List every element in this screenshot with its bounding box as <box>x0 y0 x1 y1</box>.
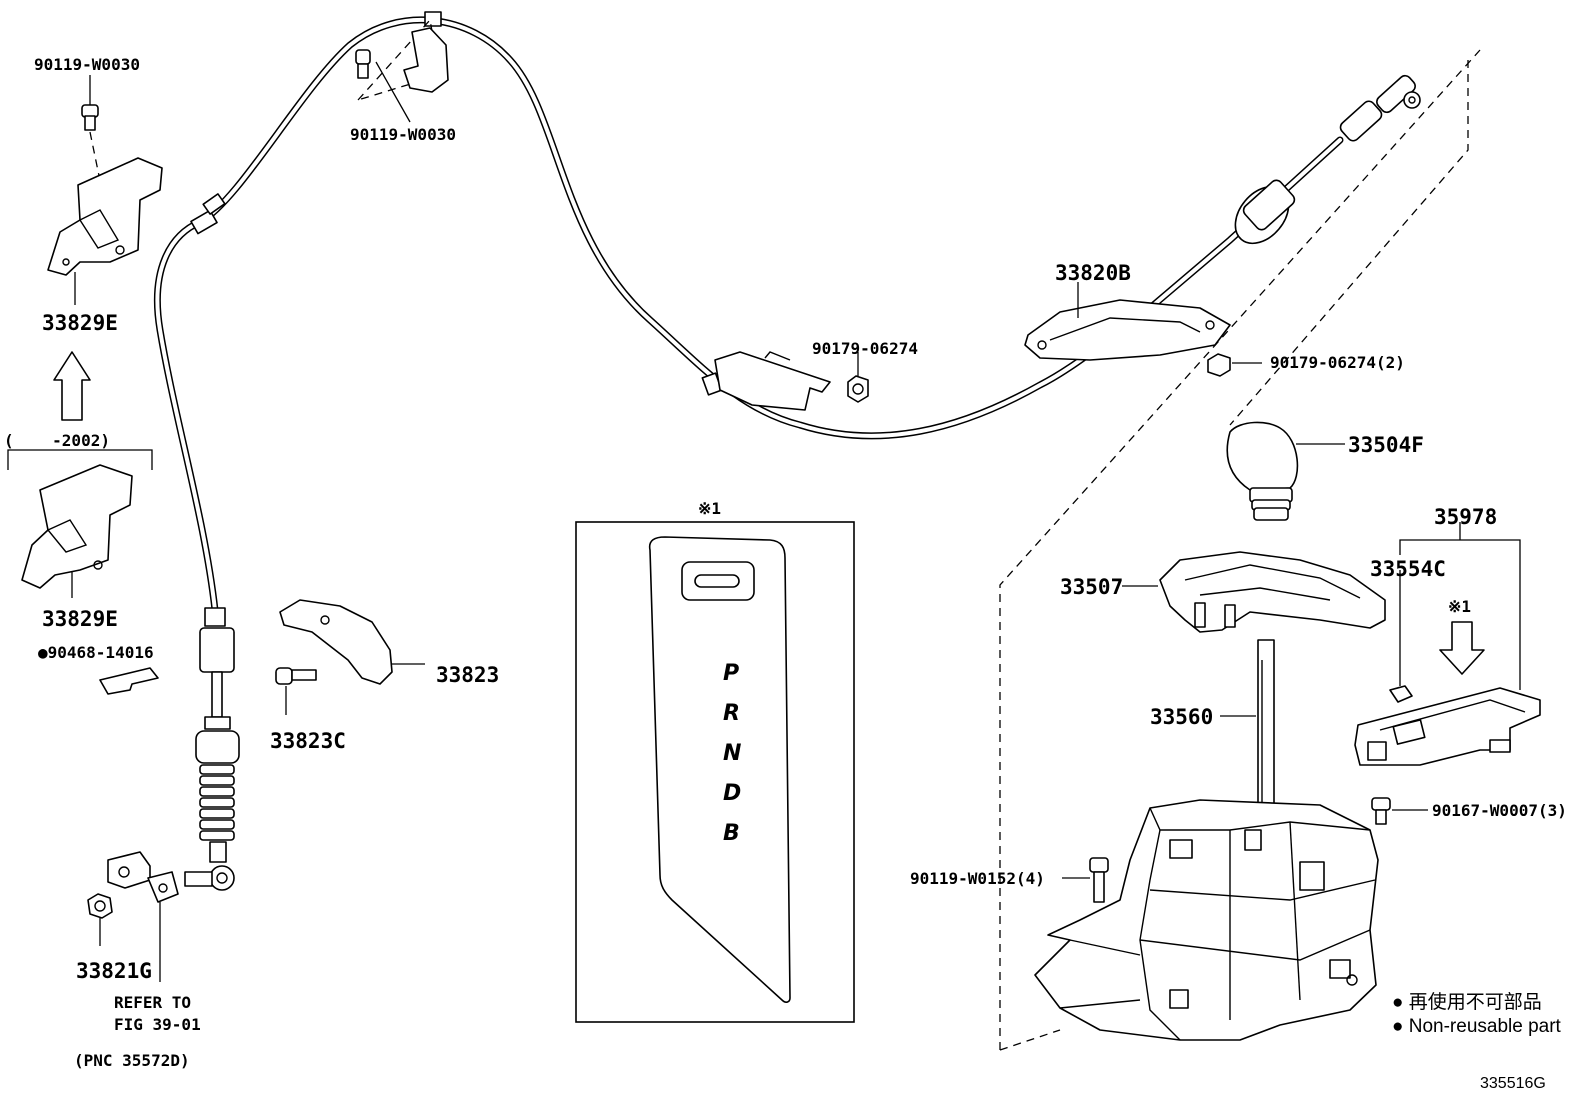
base-housing <box>1034 799 1379 1041</box>
plate-33823 <box>279 599 425 685</box>
shift-cable <box>153 11 1421 614</box>
nut-right <box>1207 353 1262 377</box>
label-bolt-top-center: 90119-W0030 <box>350 125 456 144</box>
label-nut-left: 33821G <box>76 959 152 983</box>
gear-d: D <box>723 781 741 806</box>
label-nut-center: 90179-06274 <box>812 339 918 358</box>
label-bolt-base: 90119-W0152(4) <box>910 869 1045 888</box>
label-assembly: 35978 <box>1434 505 1497 529</box>
label-date-range: ( -2002) <box>4 431 110 450</box>
label-knob: 33504F <box>1348 433 1424 457</box>
legend-english: ● Non-reusable part <box>1392 1016 1562 1037</box>
label-cable-assy: 33820B <box>1055 261 1131 285</box>
bracket-lower-left <box>107 851 179 982</box>
label-lever: 33560 <box>1150 705 1213 729</box>
cable-clamp-center <box>714 351 831 411</box>
label-clip-non-reusable: ●90468-14016 <box>38 643 154 662</box>
legend-japanese: ● 再使用不可部品 <box>1392 991 1542 1013</box>
gear-p: P <box>723 661 739 686</box>
label-nut-right: 90179-06274(2) <box>1270 353 1405 372</box>
indicator-housing <box>1354 687 1541 766</box>
arrow-down-icon <box>1439 621 1485 675</box>
label-bracket-upper: 33829E <box>42 311 118 335</box>
label-plate: 33823 <box>436 663 499 687</box>
indicator-inset <box>575 521 855 1023</box>
shift-lever-33560 <box>1220 639 1275 821</box>
cable-bracket-33820b <box>1024 282 1231 361</box>
bolt-33823c <box>275 667 317 715</box>
bolt-base <box>1062 857 1109 903</box>
bolt-lower-right <box>1371 797 1428 825</box>
label-housing-cover: 33507 <box>1060 575 1123 599</box>
gear-b: B <box>723 821 740 846</box>
bolt-top-center <box>355 18 441 123</box>
label-refer-line1: REFER TO <box>114 993 191 1012</box>
cable-lower-end <box>184 607 240 891</box>
assembly-35978-bracket <box>1399 522 1521 690</box>
label-note-arrow: ※1 <box>1448 597 1471 616</box>
bracket-33829e-lower <box>21 464 133 598</box>
clip-90468 <box>99 667 159 695</box>
bracket-33829e-upper <box>47 157 163 305</box>
nut-33821g <box>87 893 113 946</box>
figure-id: 335516G <box>1480 1075 1546 1092</box>
housing-cover-33507 <box>1122 551 1386 633</box>
label-refer-line2: FIG 39-01 <box>114 1015 201 1034</box>
dashed-boundary <box>999 49 1481 1051</box>
label-pnc: (PNC 35572D) <box>74 1051 190 1070</box>
label-bolt-top-left: 90119-W0030 <box>34 55 140 74</box>
label-note-top: ※1 <box>698 499 721 518</box>
gear-n: N <box>723 741 741 766</box>
clip-33554c <box>1389 570 1413 703</box>
date-range-bracket <box>7 449 153 470</box>
arrow-up-icon <box>53 351 91 421</box>
gear-r: R <box>723 701 740 726</box>
shift-knob-33504f <box>1226 421 1345 521</box>
bracket-top-center <box>403 27 449 93</box>
nut-center <box>847 352 869 403</box>
label-bolt-plate: 33823C <box>270 729 346 753</box>
label-clip: 33554C <box>1370 557 1446 581</box>
label-bracket-lower: 33829E <box>42 607 118 631</box>
label-bolt-lower-right: 90167-W0007(3) <box>1432 801 1567 820</box>
